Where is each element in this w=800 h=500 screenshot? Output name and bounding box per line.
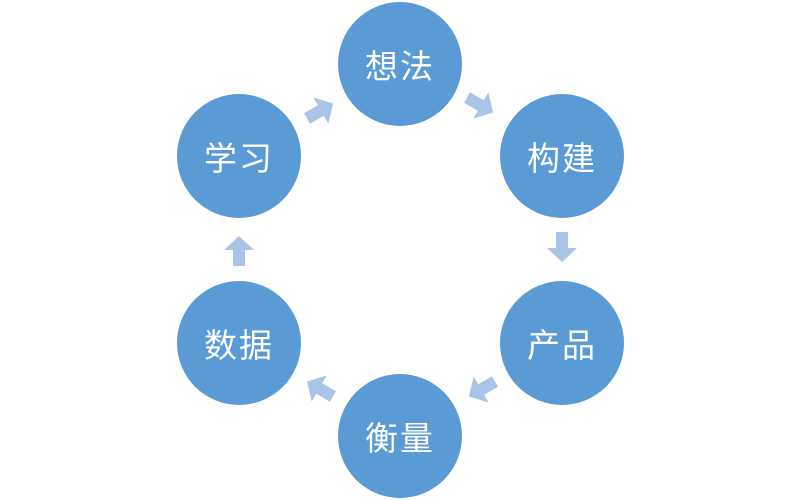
arrow-data-to-learn-icon <box>222 234 256 268</box>
node-product: 产品 <box>500 281 624 405</box>
node-data: 数据 <box>177 281 301 405</box>
arrow-build-to-product-icon <box>545 230 579 264</box>
arrow-idea-to-build-icon <box>457 82 503 128</box>
node-learn: 学习 <box>177 94 301 218</box>
node-idea: 想法 <box>338 2 462 126</box>
node-build: 构建 <box>500 94 624 218</box>
arrow-learn-to-idea-icon <box>297 88 343 134</box>
node-measure: 衡量 <box>338 374 462 498</box>
arrow-measure-to-data-icon <box>297 366 343 412</box>
arrow-product-to-measure-icon <box>459 366 505 412</box>
